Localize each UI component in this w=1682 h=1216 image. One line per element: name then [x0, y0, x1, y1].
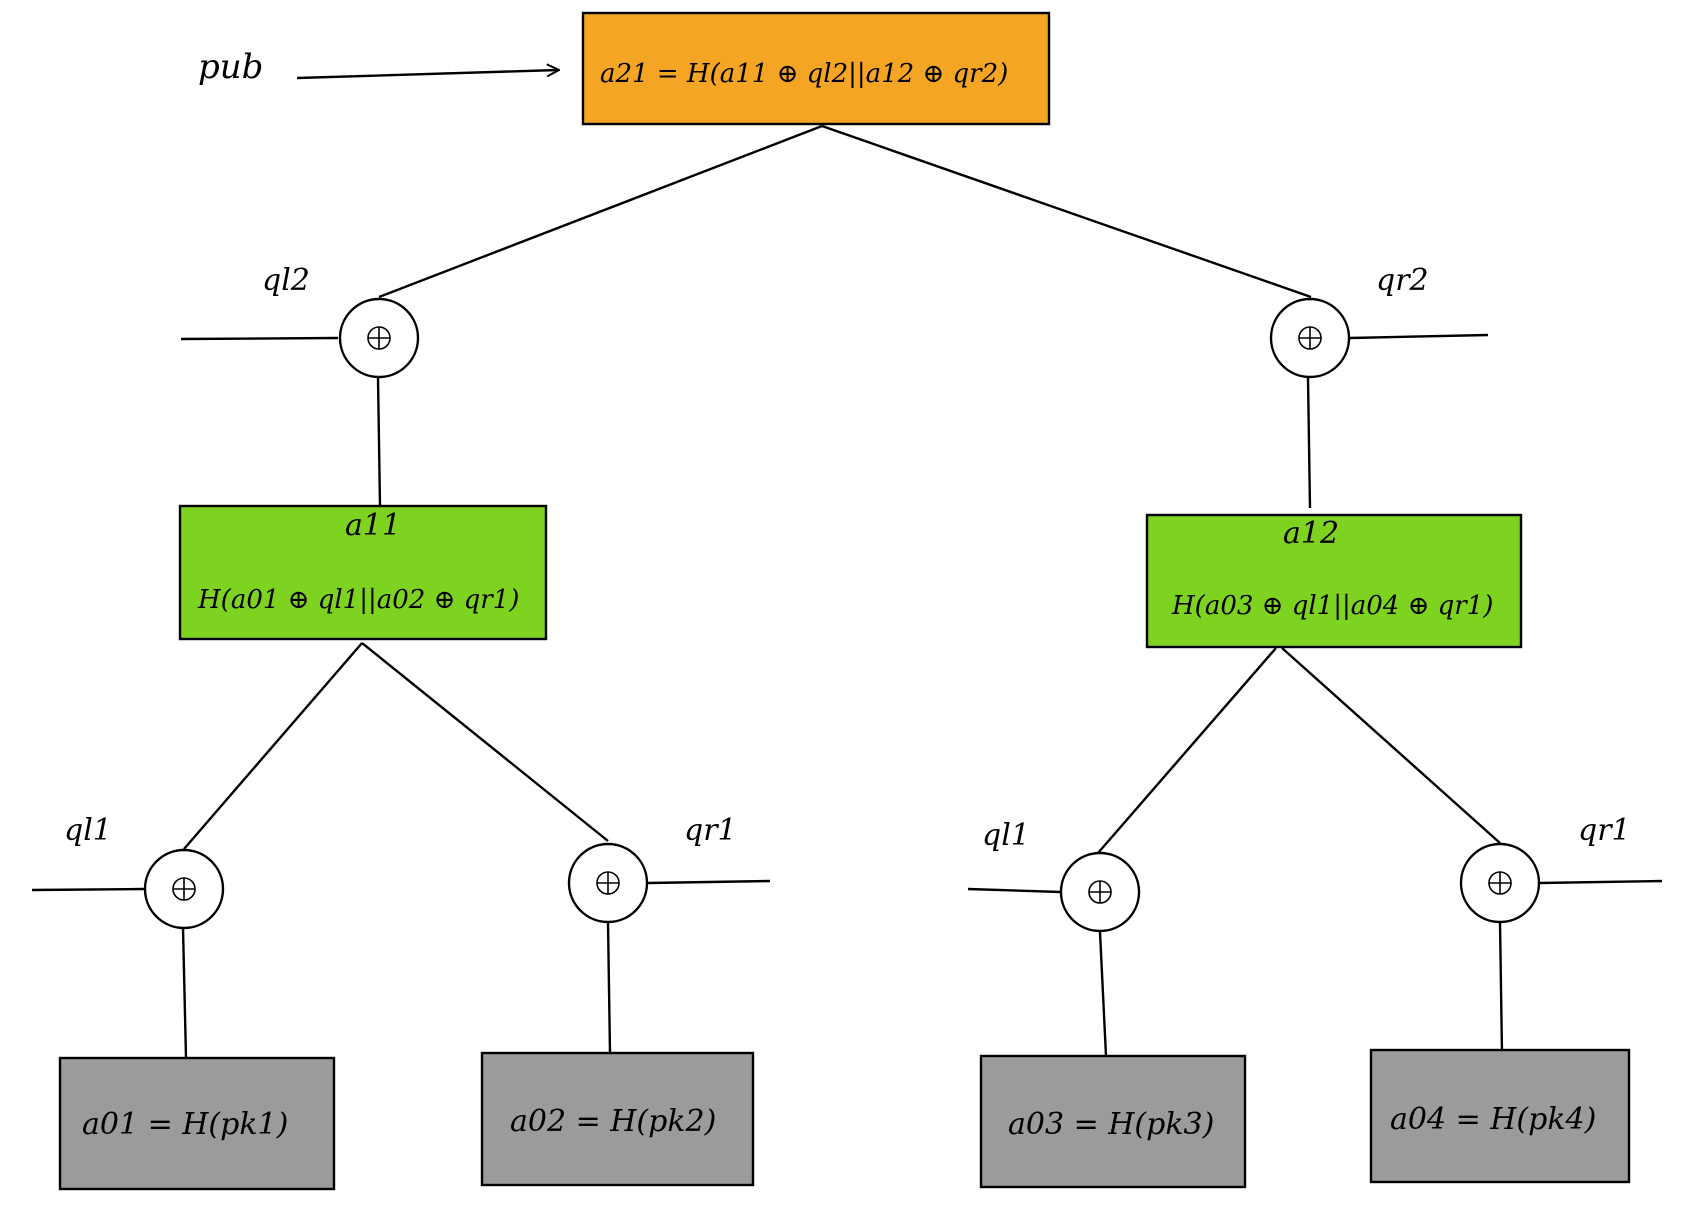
edge-root-left [378, 124, 823, 299]
a03-formula: a03 = H(pk3) [1008, 1107, 1214, 1142]
edge-xor-left-input [180, 336, 339, 341]
edge-xor-right-input [1349, 333, 1489, 340]
edge-root-right [821, 124, 1312, 299]
edge-xor-left-to-a11 [376, 377, 382, 507]
inner-node-a11: a11 H(a01 ⊕ ql1||a02 ⊕ qr1) [178, 504, 548, 641]
leaf-node-a01: a01 = H(pk1) [58, 1056, 336, 1191]
edge-a12-left [1097, 647, 1277, 854]
edge-a11-left [183, 642, 363, 850]
ql1-label-right: ql1 [982, 818, 1030, 853]
xor-node-ql1-right [1059, 851, 1141, 933]
a01-formula: a01 = H(pk1) [82, 1107, 288, 1142]
xor-node-ql2 [338, 297, 420, 379]
edge-qr1-input-2 [1538, 879, 1663, 885]
edge-xor-to-leaf-4 [1498, 921, 1504, 1054]
qr2-label: qr2 [1376, 263, 1429, 298]
a02-formula: a02 = H(pk2) [510, 1104, 716, 1139]
a11-formula: H(a01 ⊕ ql1||a02 ⊕ qr1) [197, 585, 519, 615]
a04-box [1369, 1048, 1631, 1184]
qr1-label-right: qr1 [1578, 813, 1631, 848]
pub-label: pub [198, 47, 263, 87]
edge-xor-to-leaf-1 [181, 927, 188, 1059]
a02-box [480, 1051, 755, 1187]
leaf-node-a02: a02 = H(pk2) [480, 1051, 755, 1187]
a04-formula: a04 = H(pk4) [1390, 1102, 1596, 1137]
a01-box [58, 1056, 336, 1191]
leaf-node-a03: a03 = H(pk3) [979, 1054, 1247, 1189]
ql2-label: ql2 [262, 263, 310, 298]
a12-title: a12 [1283, 516, 1339, 551]
a12-box [1145, 513, 1523, 649]
edge-ql1-input-2 [967, 887, 1062, 894]
xor-node-qr1-left [567, 842, 649, 924]
xor-node-qr1-right [1459, 842, 1541, 924]
pub-arrow [296, 70, 558, 80]
edge-a12-right [1281, 647, 1501, 844]
a11-box [178, 504, 548, 641]
tree-edges [31, 124, 1663, 1059]
ql1-label-left: ql1 [64, 813, 112, 848]
edge-qr1-input-1 [647, 879, 771, 885]
inner-node-a12: a12 H(a03 ⊕ ql1||a04 ⊕ qr1) [1145, 513, 1523, 649]
edge-xor-to-leaf-2 [606, 921, 612, 1054]
edge-a11-right [361, 642, 609, 842]
root-formula: a21 = H(a11 ⊕ ql2||a12 ⊕ qr2) [600, 59, 1008, 89]
leaf-node-a04: a04 = H(pk4) [1369, 1048, 1631, 1184]
edge-xor-right-to-a12 [1306, 377, 1312, 509]
root-node: a21 = H(a11 ⊕ ql2||a12 ⊕ qr2) [581, 11, 1051, 126]
qr1-label-left: qr1 [684, 813, 737, 848]
edge-xor-to-leaf-3 [1098, 931, 1108, 1057]
edge-ql1-input-1 [31, 887, 145, 892]
a12-formula: H(a03 ⊕ ql1||a04 ⊕ qr1) [1171, 591, 1493, 621]
xor-node-ql1-left [143, 848, 225, 930]
xor-node-qr2 [1269, 297, 1351, 379]
a11-title: a11 [345, 508, 401, 543]
a03-box [979, 1054, 1247, 1189]
root-box [581, 11, 1051, 126]
